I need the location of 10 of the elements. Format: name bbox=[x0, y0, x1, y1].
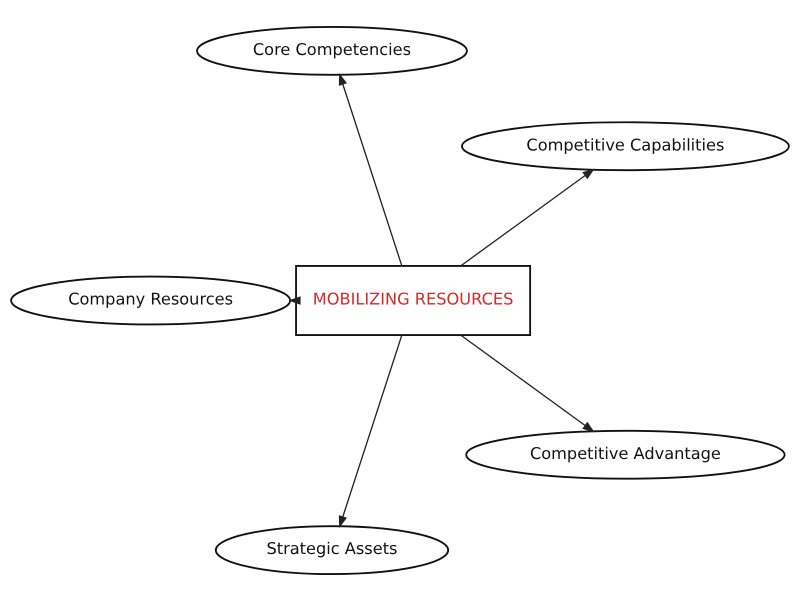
node-ellipse: Strategic Assets bbox=[214, 524, 450, 574]
node-ellipse: Core Competencies bbox=[196, 26, 468, 76]
arrow bbox=[460, 334, 595, 432]
arrow bbox=[338, 334, 402, 528]
node-ellipse: Competitive Capabilities bbox=[461, 120, 790, 171]
node-ellipse: Company Resources bbox=[10, 275, 292, 325]
node-ellipse: Competitive Advantage bbox=[465, 429, 786, 480]
arrow bbox=[288, 296, 301, 304]
arrow bbox=[460, 168, 595, 266]
arrow bbox=[338, 72, 402, 266]
